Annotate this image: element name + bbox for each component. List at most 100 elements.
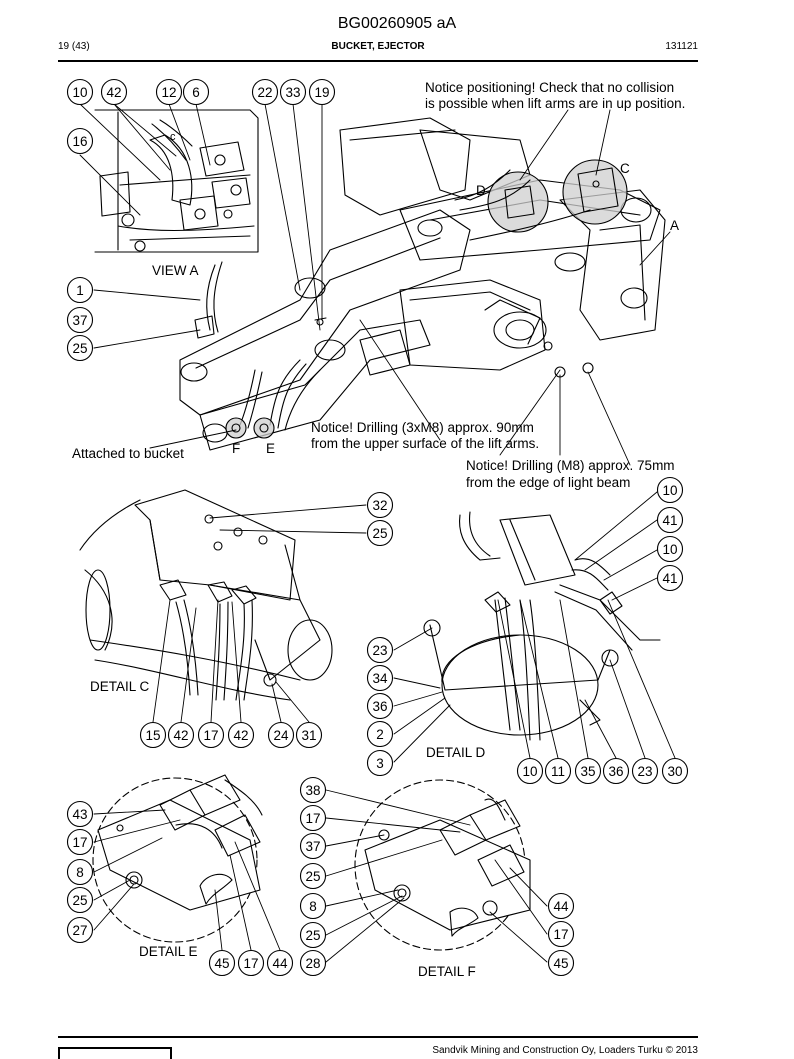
document-number: 131121 [665,41,698,52]
balloon-circle [299,804,327,832]
balloon-circle [656,506,684,534]
balloon-circle [656,564,684,592]
balloon-number-detail-d: 34 [372,671,388,686]
page-title: BUCKET, EJECTOR [331,41,425,52]
balloon-circle [66,800,94,828]
balloon-number-detail-c: 32 [372,498,387,513]
balloon-number-main: 16 [72,134,87,149]
leader-lines [79,103,676,963]
balloon-circle [574,757,602,785]
balloon-number-detail-f: 38 [305,783,320,798]
balloon-number-detail-f: 44 [553,899,569,914]
balloon-number-detail-f: 17 [305,811,320,826]
detail-c-drawing [79,489,333,701]
balloon-circle [66,127,94,155]
balloon-number-detail-c: 25 [372,526,387,541]
balloon-number-detail-f: 45 [553,956,568,971]
balloon-number-detail-f: 28 [305,956,320,971]
balloon-number-detail-c: 17 [203,728,218,743]
balloon-number-detail-c: 42 [233,728,248,743]
drilling-m8-note-line1: Notice! Drilling (M8) approx. 75mm [466,458,675,473]
balloon-circle [661,757,689,785]
balloon-number-detail-e: 44 [272,956,288,971]
detail-c-label: DETAIL C [90,679,150,694]
header-rule [58,60,698,62]
balloon-circle [66,306,94,334]
balloon-circle [366,749,394,777]
balloon-circle [66,276,94,304]
balloon-circle [237,949,265,977]
balloon-number-detail-f: 25 [305,928,320,943]
main-assembly-drawing [179,117,666,451]
balloon-circle [66,886,94,914]
balloon-circle [602,757,630,785]
balloon-number-main: 6 [192,85,200,100]
balloon-number-detail-e: 45 [214,956,229,971]
balloon-circle [299,949,327,977]
balloon-circle [299,832,327,860]
copyright-footer: Sandvik Mining and Construction Oy, Load… [432,1045,698,1056]
footer-rule [58,1036,698,1038]
balloon-number-detail-c: 15 [145,728,160,743]
balloon-circle [656,476,684,504]
balloon-number-detail-f: 8 [309,899,317,914]
balloon-circle [631,757,659,785]
balloon-circle [155,78,183,106]
balloon-circle [366,692,394,720]
balloon-circle [167,721,195,749]
balloon-circle [299,776,327,804]
balloon-number-detail-f: 17 [553,927,568,942]
balloon-circle [656,535,684,563]
balloon-number-detail-f: 37 [305,839,320,854]
balloon-circle [66,858,94,886]
detail-e-drawing [92,774,263,943]
balloon-number-detail-d: 10 [522,764,537,779]
balloon-circle [227,721,255,749]
balloon-circle [139,721,167,749]
balloon-circle [295,721,323,749]
callout-letter-c: C [620,161,630,176]
document-code: BG00260905 aA [337,15,457,32]
balloon-number-detail-d: 3 [376,756,384,771]
view-a-label: VIEW A [152,263,199,278]
balloon-circle [366,491,394,519]
detail-e-label: DETAIL E [139,944,198,959]
detail-f-drawing [354,779,531,951]
balloon-circle [366,519,394,547]
balloon-circle [66,334,94,362]
balloon-number-detail-d: 10 [662,483,677,498]
page-header: 19 (43) BUCKET, EJECTOR 131121 [58,41,698,57]
balloon-circle [544,757,572,785]
balloon-circle [366,720,394,748]
balloon-number-main: 25 [72,341,87,356]
collision-note-line2: is possible when lift arms are in up pos… [425,96,685,111]
balloon-circle [279,78,307,106]
balloon-circle [266,949,294,977]
detail-f-label: DETAIL F [418,964,476,979]
balloon-circle [251,78,279,106]
balloon-number-main: 1 [76,283,84,298]
balloon-circle [299,921,327,949]
balloon-number-detail-d: 11 [551,764,565,779]
balloon-number-main: 33 [285,85,300,100]
balloon-circle [100,78,128,106]
balloon-circle [547,920,575,948]
balloon-number-detail-c: 31 [301,728,316,743]
balloon-number-detail-e: 27 [72,923,87,938]
balloon-number-detail-e: 17 [72,835,87,850]
balloon-number-main: 19 [314,85,329,100]
balloon-circle [197,721,225,749]
balloon-circle [66,78,94,106]
callout-letter-f: F [232,441,240,456]
drilling-3xm8-note-line2: from the upper surface of the lift arms. [311,436,539,451]
balloon-number-main: 42 [106,85,121,100]
balloon-number-detail-d: 41 [662,571,677,586]
balloon-number-main: 12 [161,85,176,100]
balloon-number-detail-d: 36 [372,699,387,714]
balloon-number-detail-d: 23 [637,764,652,779]
callout-letter-c-small: c [170,131,176,143]
balloon-circle [547,949,575,977]
balloon-number-main: 22 [257,85,272,100]
drilling-3xm8-note-line1: Notice! Drilling (3xM8) approx. 90mm [311,420,534,435]
